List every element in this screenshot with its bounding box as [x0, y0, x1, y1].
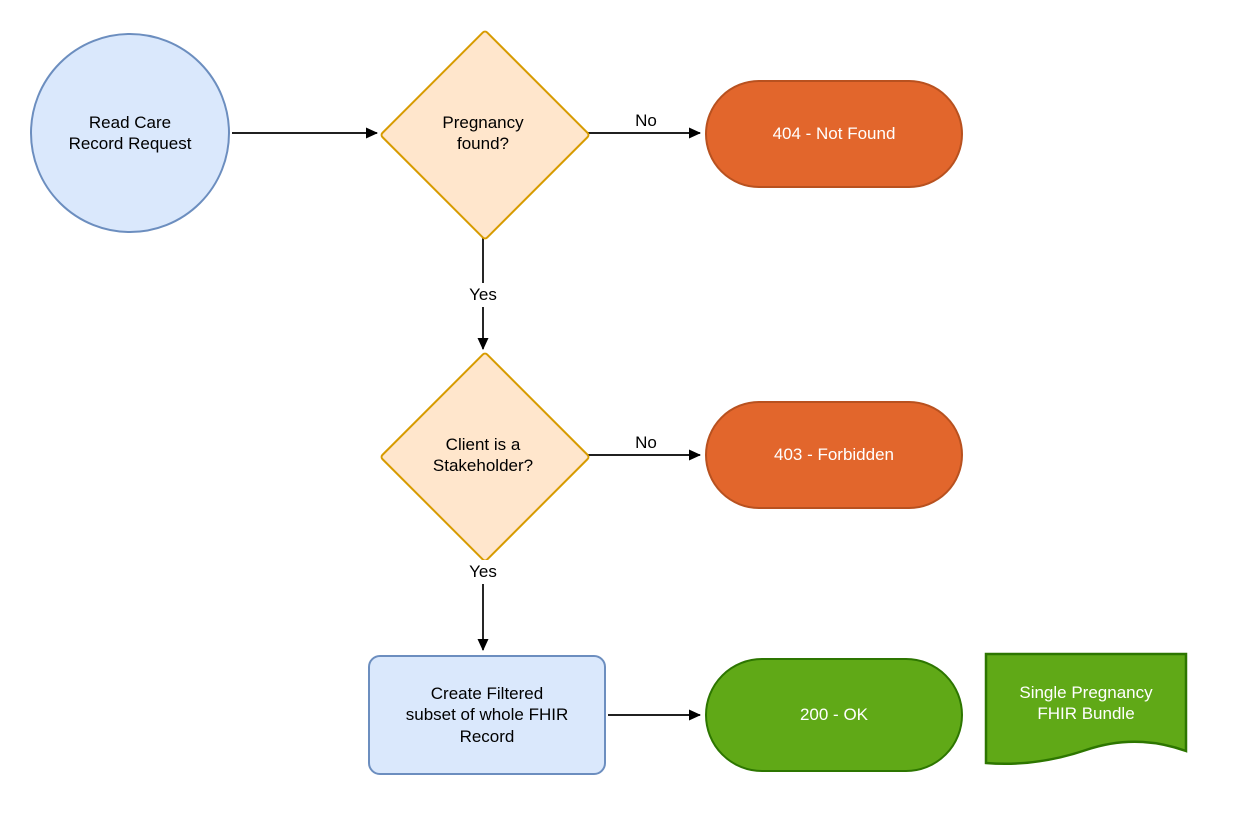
- pregnancy-decision-node: Pregnancy found?: [383, 93, 583, 173]
- bundle-document-path: [984, 652, 1188, 766]
- edge-label-no-stakeholder: No: [635, 433, 657, 452]
- ok-label: 200 - OK: [799, 705, 869, 725]
- not-found-node: 404 - Not Found: [705, 80, 963, 188]
- bundle-document-shape: [984, 652, 1188, 766]
- start-node: Read Care Record Request: [30, 33, 230, 233]
- edge-label-yes-stakeholder: Yes: [460, 560, 506, 584]
- bundle-document-node: Single Pregnancy FHIR Bundle: [983, 666, 1189, 740]
- filter-process-label: Create Filtered subset of whole FHIR Rec…: [405, 684, 569, 746]
- start-node-label: Read Care Record Request: [68, 112, 192, 153]
- filter-process-node: Create Filtered subset of whole FHIR Rec…: [368, 655, 606, 775]
- pregnancy-decision-label: Pregnancy found?: [442, 112, 524, 153]
- forbidden-node: 403 - Forbidden: [705, 401, 963, 509]
- ok-node: 200 - OK: [705, 658, 963, 772]
- edge-label-yes-pregnancy: Yes: [460, 283, 506, 307]
- edge-label-no-pregnancy: No: [635, 111, 657, 130]
- not-found-label: 404 - Not Found: [772, 124, 896, 144]
- stakeholder-decision-node: Client is a Stakeholder?: [373, 415, 593, 495]
- forbidden-label: 403 - Forbidden: [773, 445, 895, 465]
- bundle-document-label: Single Pregnancy FHIR Bundle: [1019, 682, 1153, 723]
- stakeholder-decision-label: Client is a Stakeholder?: [432, 434, 534, 475]
